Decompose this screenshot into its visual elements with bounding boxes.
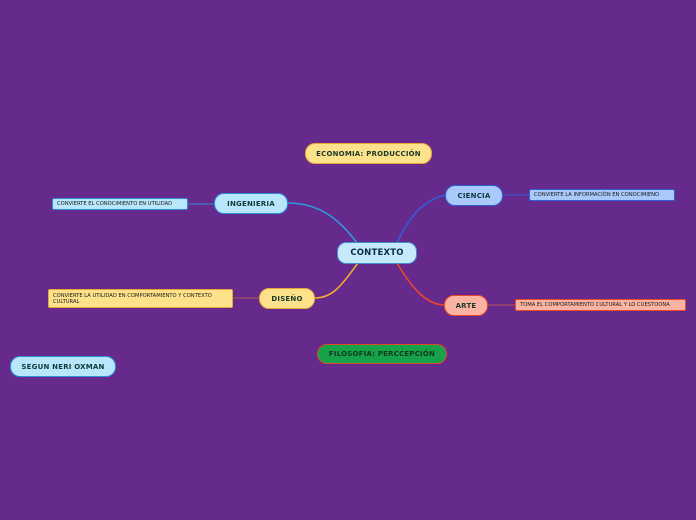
leaf-diseno[interactable]: CONVIERTE LA UTILIDAD EN COMPORTAMIENTO …: [48, 289, 233, 308]
floating-topic-neri-oxman[interactable]: SEGUN NERI OXMAN: [10, 356, 116, 377]
leaf-text: TOMA EL COMPORTAMIENTO CULTURAL Y LO CUE…: [520, 302, 670, 308]
branch-arte[interactable]: ARTE: [444, 295, 488, 316]
central-topic[interactable]: CONTEXTO: [337, 242, 417, 264]
leaf-text: CONVIERTE EL CONOCIMIENTO EN UTILIDAD: [57, 201, 173, 207]
leaf-text: CONVIERTE LA UTILIDAD EN COMPORTAMIENTO …: [53, 292, 212, 305]
leaf-ingenieria[interactable]: CONVIERTE EL CONOCIMIENTO EN UTILIDAD: [52, 198, 188, 210]
branch-ingenieria[interactable]: INGENIERIA: [214, 193, 288, 214]
floating-topic-economia[interactable]: ECONOMIA: PRODUCCIÓN: [305, 143, 432, 164]
branch-diseno[interactable]: DISEÑO: [259, 288, 315, 309]
floating-topic-label: ECONOMIA: PRODUCCIÓN: [316, 149, 421, 158]
leaf-arte[interactable]: TOMA EL COMPORTAMIENTO CULTURAL Y LO CUE…: [515, 299, 686, 311]
leaf-ciencia[interactable]: CONVIERTE LA INFORMACIÓN EN CONOCIMIENO: [529, 189, 675, 201]
branch-label: DISEÑO: [271, 294, 303, 303]
leaf-text: CONVIERTE LA INFORMACIÓN EN CONOCIMIENO: [534, 192, 660, 198]
branch-label: CIENCIA: [457, 191, 491, 200]
branch-label: ARTE: [455, 301, 477, 310]
branch-label: INGENIERIA: [227, 199, 275, 208]
branch-ciencia[interactable]: CIENCIA: [445, 185, 503, 206]
floating-topic-label: FILOSOFIA: PERCCEPCIÓN: [328, 350, 436, 358]
floating-topic-filosofia[interactable]: FILOSOFIA: PERCCEPCIÓN: [317, 344, 447, 364]
floating-topic-label: SEGUN NERI OXMAN: [21, 362, 105, 371]
central-topic-label: CONTEXTO: [350, 248, 404, 258]
